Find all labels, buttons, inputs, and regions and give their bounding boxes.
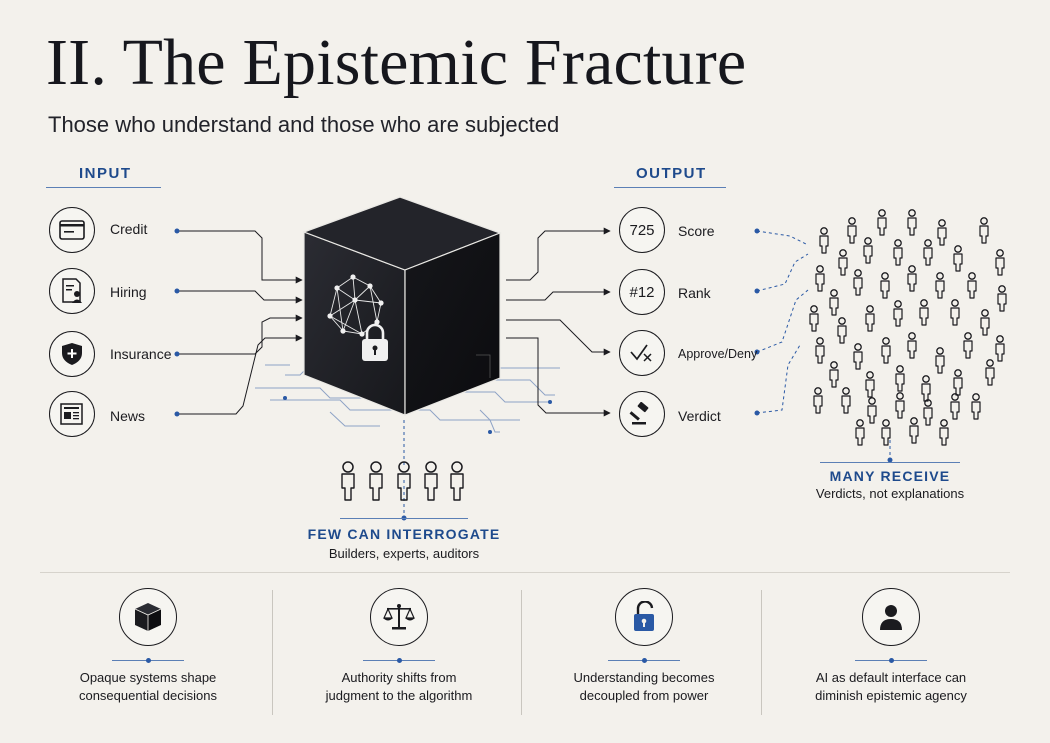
bottom-separator-1 — [272, 590, 273, 715]
gavel-icon — [619, 391, 665, 437]
scales-icon — [370, 588, 428, 646]
bottom-text-4-line-1: AI as default interface can — [815, 670, 967, 685]
input-label-insurance: Insurance — [110, 346, 172, 362]
person-icon — [862, 588, 920, 646]
bottom-separator-2 — [521, 590, 522, 715]
bottom-text-1: Opaque systems shape consequential decis… — [38, 669, 258, 705]
bottom-text-4: AI as default interface can diminish epi… — [781, 669, 1001, 705]
output-label-rank: Rank — [678, 285, 711, 301]
padlock-icon — [362, 323, 388, 361]
bottom-text-3: Understanding becomes decoupled from pow… — [534, 669, 754, 705]
few-people-group — [341, 461, 464, 501]
cube-icon — [119, 588, 177, 646]
output-heading: OUTPUT — [636, 165, 707, 182]
page-subtitle: Those who understand and those who are s… — [48, 112, 560, 137]
score-badge: 725 — [619, 207, 665, 253]
many-heading: MANY RECEIVE — [829, 468, 951, 484]
credit-card-icon — [49, 207, 95, 253]
input-heading-rule — [46, 187, 161, 188]
many-people-crowd — [809, 209, 1007, 446]
few-heading: FEW CAN INTERROGATE — [307, 526, 501, 542]
crowd-connectors — [403, 230, 891, 515]
input-label-news: News — [110, 408, 146, 424]
newspaper-icon — [49, 391, 95, 437]
neural-network-nodes — [327, 274, 384, 337]
output-label-verdict: Verdict — [678, 408, 721, 424]
bottom-text-3-line-2: decoupled from power — [579, 688, 709, 703]
bottom-text-1-line-1: Opaque systems shape — [79, 670, 217, 685]
bottom-dot-4 — [889, 658, 894, 663]
input-label-hiring: Hiring — [110, 284, 147, 300]
bottom-divider — [40, 572, 1010, 573]
bottom-text-1-line-2: consequential decisions — [78, 688, 218, 703]
output-heading-rule — [614, 187, 726, 188]
few-subtext: Builders, experts, auditors — [328, 546, 480, 561]
bottom-text-4-line-2: diminish epistemic agency — [815, 688, 967, 703]
input-label-credit: Credit — [110, 221, 148, 237]
shield-plus-icon — [49, 331, 95, 377]
page-title: II. The Epistemic Fracture — [46, 26, 747, 99]
check-x-icon — [619, 330, 665, 376]
input-connectors — [177, 230, 303, 415]
bottom-dot-2 — [397, 658, 402, 663]
unlocked-padlock-icon — [615, 588, 673, 646]
bottom-text-3-line-1: Understanding becomes — [573, 670, 715, 685]
many-subtext: Verdicts, not explanations — [815, 486, 965, 501]
bottom-dot-3 — [642, 658, 647, 663]
output-label-approve-deny: Approve/Deny — [678, 347, 758, 361]
output-label-score: Score — [678, 223, 715, 239]
bottom-text-2-line-1: Authority shifts from — [341, 670, 457, 685]
few-rule — [340, 518, 468, 519]
score-badge-text: 725 — [629, 221, 655, 239]
input-heading: INPUT — [79, 165, 132, 182]
bottom-text-2: Authority shifts from judgment to the al… — [289, 669, 509, 705]
resume-icon — [49, 268, 95, 314]
output-connectors — [506, 227, 611, 417]
rank-badge-text: #12 — [629, 283, 655, 301]
bottom-dot-1 — [146, 658, 151, 663]
input-connector-dots — [174, 228, 180, 417]
bottom-text-2-line-2: judgment to the algorithm — [325, 688, 473, 703]
bottom-separator-3 — [761, 590, 762, 715]
many-rule — [820, 462, 960, 463]
rank-badge: #12 — [619, 269, 665, 315]
crowd-connector-dots — [401, 228, 893, 521]
black-box-cube — [302, 196, 502, 416]
